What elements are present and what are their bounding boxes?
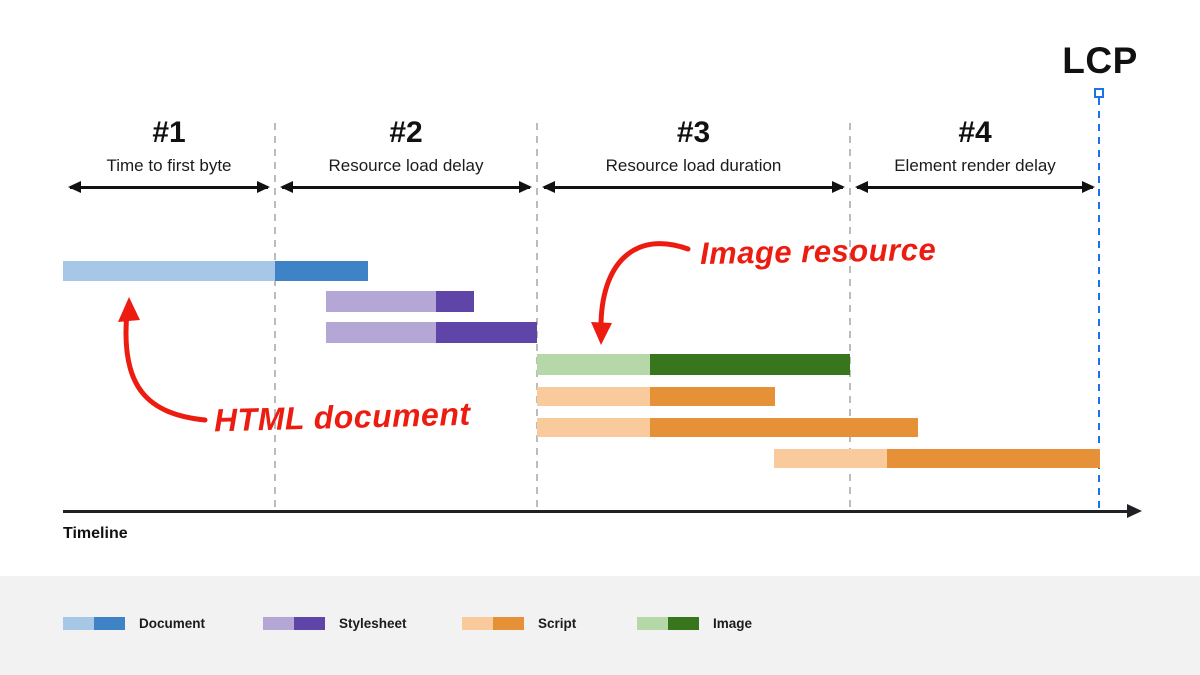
phase-divider-1	[274, 123, 276, 512]
script-bar	[774, 449, 1100, 468]
script-bar	[537, 418, 918, 437]
stylesheet-swatch-icon	[263, 617, 325, 630]
phase-1-ttfb: #1 Time to first byte	[63, 116, 275, 193]
lcp-marker-square	[1094, 88, 1104, 98]
timeline-axis-arrowhead-icon	[1127, 504, 1142, 518]
script-bar	[537, 387, 775, 406]
phase-span-arrow	[280, 181, 532, 193]
phase-3-load-duration: #3 Resource load duration	[537, 116, 850, 193]
phase-number: #2	[389, 116, 423, 149]
legend-label: Stylesheet	[339, 616, 407, 631]
lcp-time-line	[1098, 98, 1100, 512]
phase-span-arrow	[68, 181, 270, 193]
phase-4-render-delay: #4 Element render delay	[850, 116, 1100, 193]
legend-label: Image	[713, 616, 753, 631]
phase-number: #4	[958, 116, 992, 149]
phase-span-arrow	[542, 181, 845, 193]
timeline-axis	[63, 510, 1129, 513]
timeline-label: Timeline	[63, 525, 128, 542]
legend-item-stylesheet: Stylesheet	[263, 616, 407, 631]
phase-2-load-delay: #2 Resource load delay	[275, 116, 537, 193]
phase-span-arrow	[855, 181, 1095, 193]
curved-arrow-image-resource	[591, 241, 691, 345]
curved-arrow-html-document	[118, 297, 208, 423]
phase-label: Time to first byte	[106, 156, 232, 175]
stylesheet-bar	[326, 291, 474, 312]
lcp-title: LCP	[1062, 40, 1138, 81]
legend-label: Document	[139, 616, 206, 631]
image-bar	[537, 354, 850, 375]
phase-divider-3	[849, 123, 851, 512]
phase-label: Element render delay	[894, 156, 1056, 175]
phase-divider-2	[536, 123, 538, 512]
stylesheet-bar	[326, 322, 537, 343]
phase-number: #3	[676, 116, 711, 149]
document-bar	[63, 261, 368, 281]
html-document-annotation: HTML document	[213, 395, 471, 439]
phase-label: Resource load delay	[328, 156, 484, 175]
legend-strip	[0, 576, 1200, 675]
image-resource-annotation: Image resource	[699, 231, 937, 272]
legend-item-document: Document	[63, 616, 205, 631]
legend-item-script: Script	[462, 616, 576, 631]
phase-label: Resource load duration	[605, 156, 782, 175]
legend-item-image: Image	[637, 616, 752, 631]
script-swatch-icon	[462, 617, 524, 630]
document-swatch-icon	[63, 617, 125, 630]
phase-number: #1	[152, 116, 186, 149]
image-swatch-icon	[637, 617, 699, 630]
legend-label: Script	[538, 616, 577, 631]
